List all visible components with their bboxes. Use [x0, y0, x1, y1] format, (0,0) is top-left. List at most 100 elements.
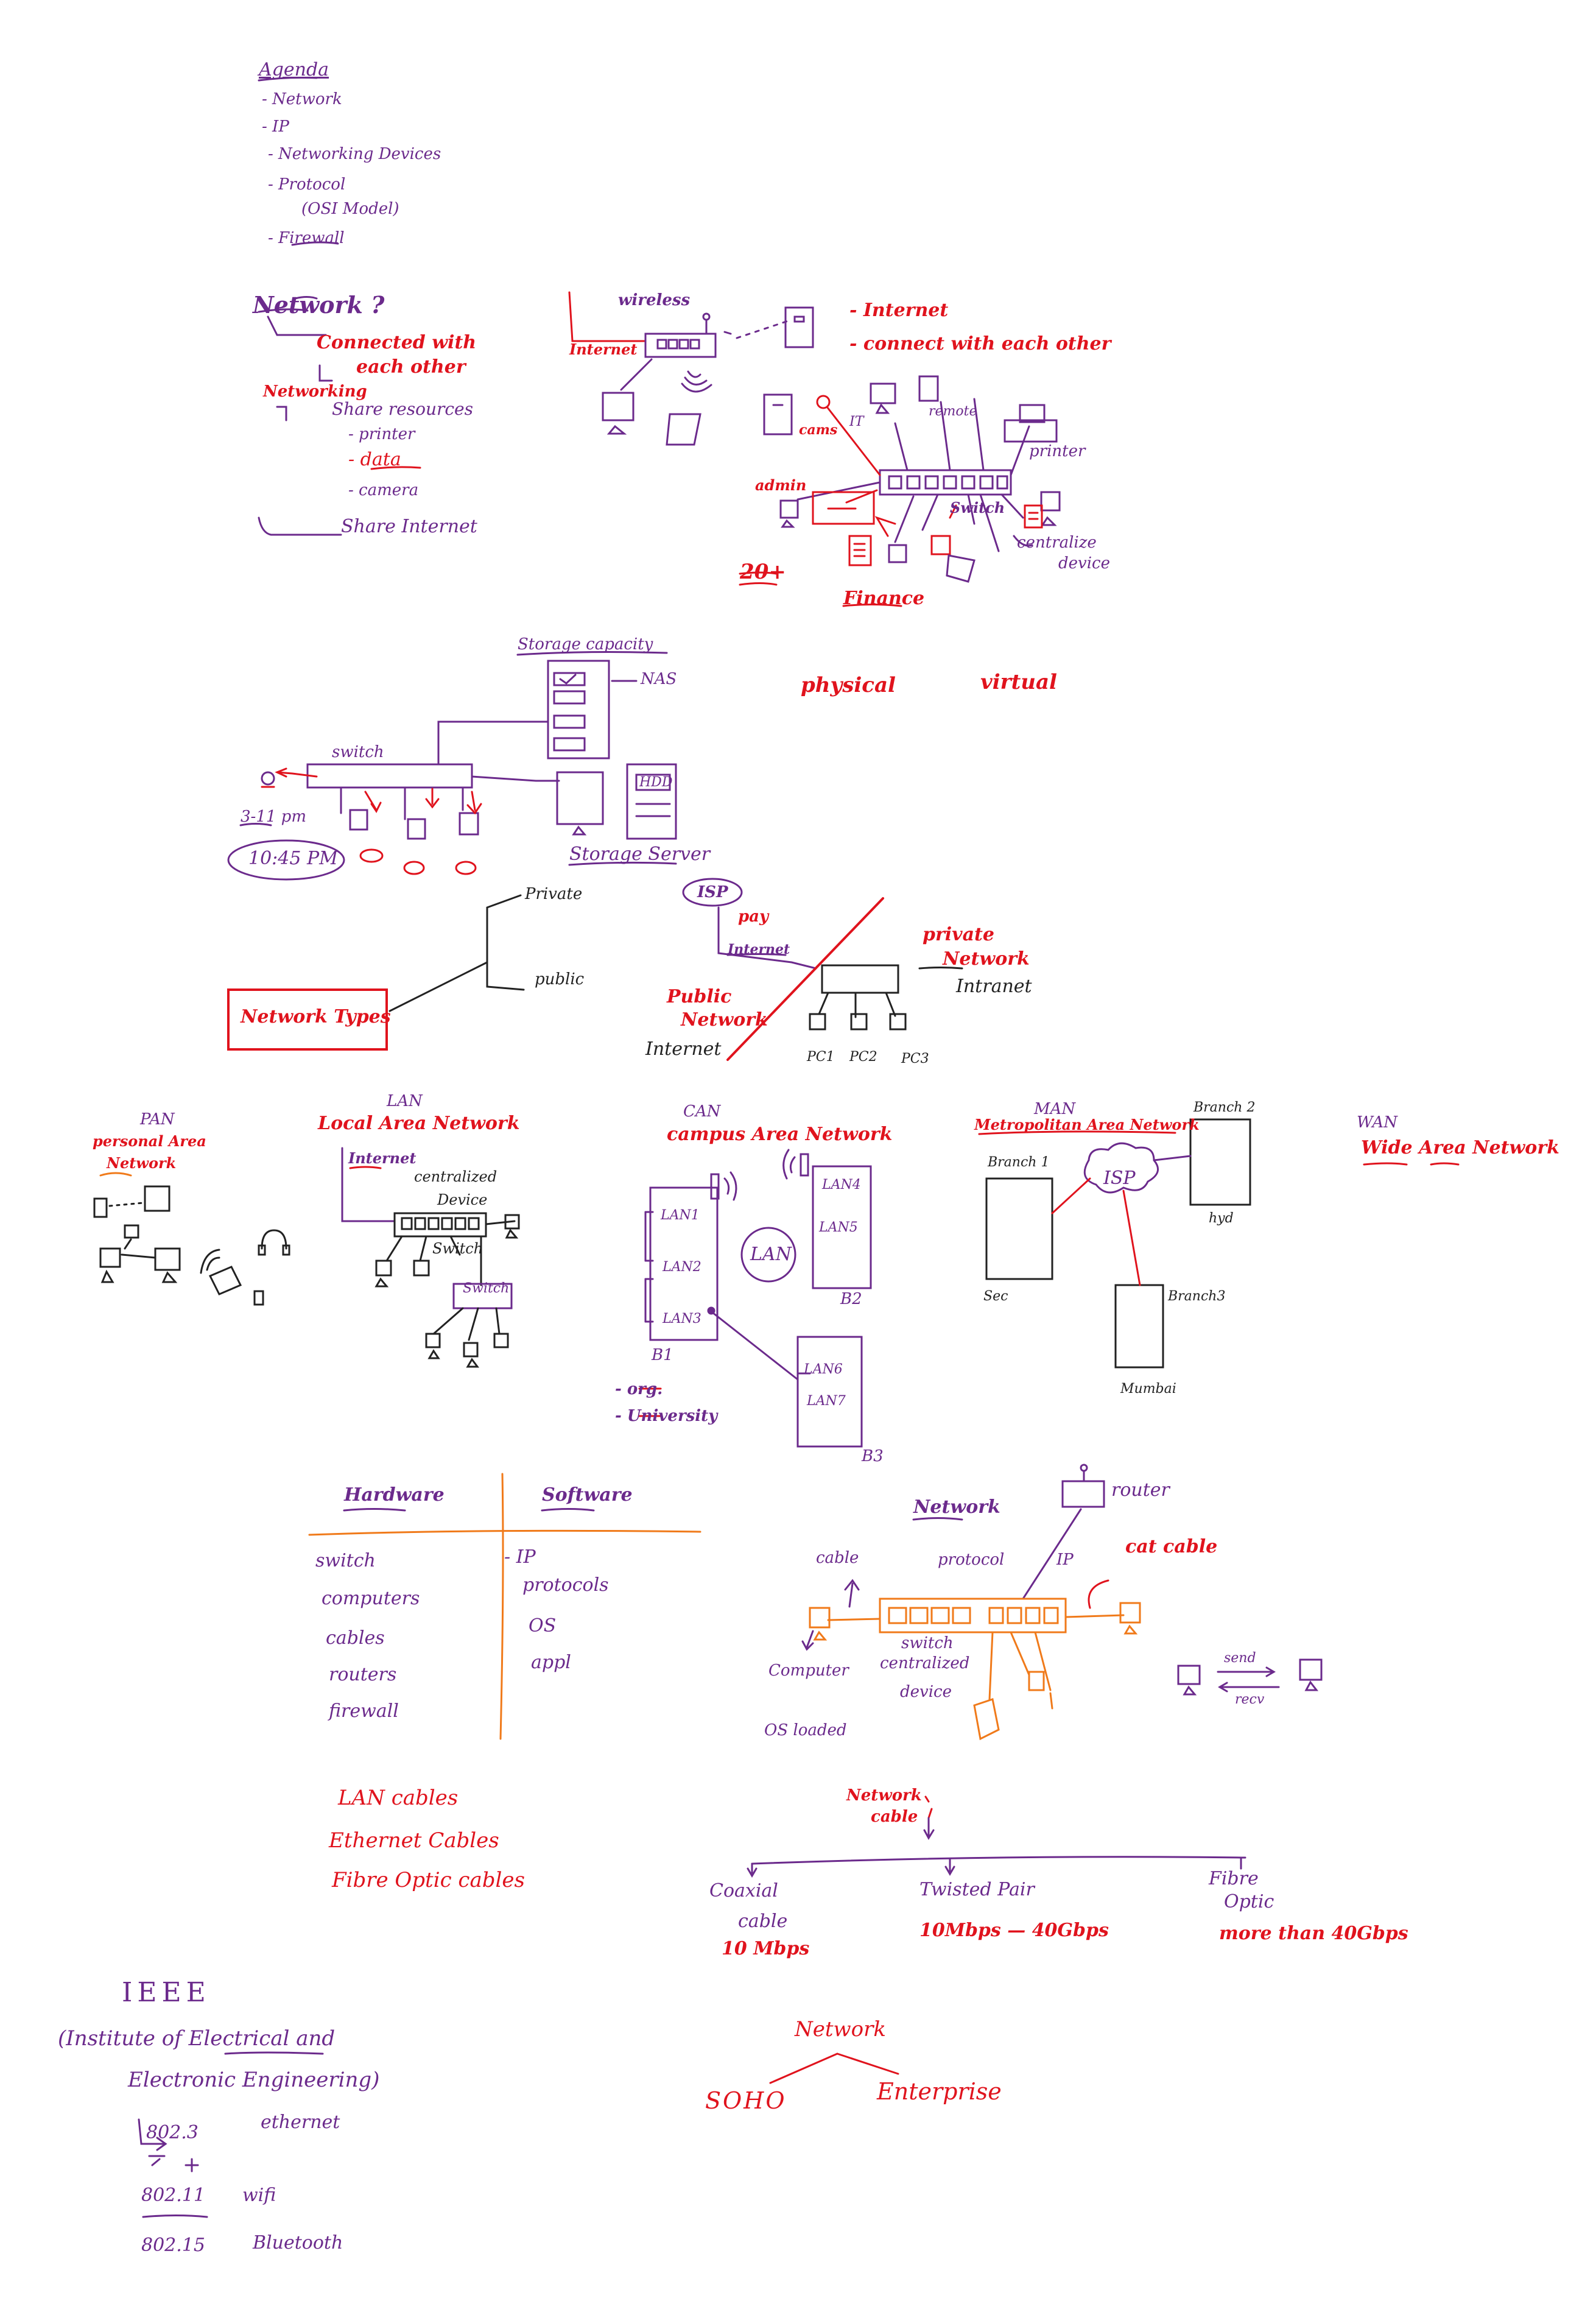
- lan-internet: Internet: [348, 1151, 416, 1166]
- hdd-label: HDD: [639, 776, 672, 789]
- admin-label: admin: [755, 478, 806, 493]
- share-internet: Share Internet: [341, 518, 477, 536]
- can-university: - University: [615, 1408, 717, 1424]
- finance-label: Finance: [843, 590, 924, 608]
- hw-computers: computers: [322, 1590, 420, 1608]
- wan-abbr: WAN: [1357, 1115, 1397, 1130]
- can-abbr: CAN: [683, 1104, 720, 1119]
- can-b3: B3: [862, 1448, 884, 1464]
- cable-label: cable: [816, 1550, 859, 1566]
- agenda-item-devices: - Networking Devices: [268, 146, 441, 162]
- can-lan2: LAN2: [663, 1261, 701, 1274]
- ieee-std-3: 802.15: [141, 2236, 205, 2255]
- can-lan1: LAN1: [661, 1209, 700, 1222]
- lan-abbr: LAN: [387, 1093, 423, 1109]
- networking-label: Networking: [263, 384, 367, 400]
- switch-label: Switch: [950, 501, 1005, 515]
- ieee-line-2: Electronic Engineering): [128, 2070, 379, 2090]
- time-range: 3-11 pm: [241, 809, 306, 825]
- ip-label: IP: [1056, 1552, 1074, 1568]
- resource-printer: - printer: [348, 426, 415, 442]
- can-lan5: LAN5: [819, 1221, 858, 1235]
- lan-full: Local Area Network: [318, 1115, 520, 1133]
- network-split-root: Network: [795, 2019, 886, 2040]
- connected-line-1: Connected with: [317, 334, 476, 352]
- wan-full: Wide Area Network: [1361, 1139, 1559, 1157]
- public-network-2: Network: [681, 1011, 768, 1029]
- cams-label: cams: [799, 423, 837, 437]
- man-isp: ISP: [1103, 1169, 1136, 1188]
- public-network-1: Public: [667, 988, 731, 1006]
- resource-data: - data: [348, 451, 401, 469]
- man-abbr: MAN: [1034, 1101, 1075, 1117]
- computer-label: Computer: [768, 1663, 849, 1679]
- can-lan4: LAN4: [822, 1179, 861, 1192]
- internet-note: - Internet: [849, 301, 948, 320]
- protocol-label: protocol: [938, 1552, 1004, 1568]
- lan-switch: Switch: [432, 1241, 483, 1256]
- sw-os: OS: [529, 1617, 556, 1635]
- ieee-std-2-label: wifi: [242, 2186, 276, 2205]
- device-count: 20+: [740, 562, 786, 582]
- resource-camera: - camera: [348, 482, 418, 498]
- fibre-1: Fibre: [1209, 1870, 1259, 1888]
- twisted-speed: 10Mbps — 40Gbps: [919, 1922, 1109, 1940]
- can-org: - org.: [615, 1381, 663, 1397]
- lan-centralized: centralized: [414, 1169, 497, 1184]
- agenda-item-network: - Network: [262, 91, 342, 107]
- branch-1: Branch 1: [988, 1156, 1049, 1169]
- hardware-heading: Hardware: [344, 1486, 445, 1504]
- ieee-std-2: 802.11: [141, 2186, 205, 2205]
- nas-label: NAS: [641, 671, 677, 687]
- share-resources: Share resources: [332, 401, 473, 418]
- internet-word: Internet: [645, 1040, 721, 1059]
- fibre-2: Optic: [1224, 1893, 1274, 1911]
- printer-label: printer: [1029, 443, 1085, 459]
- agenda-item-osi: (OSI Model): [301, 201, 399, 217]
- os-loaded-label: OS loaded: [764, 1722, 847, 1738]
- hw-cables: cables: [326, 1629, 385, 1647]
- centralize-label: centralize: [1017, 535, 1097, 551]
- internet-label-2: Internet: [728, 943, 790, 956]
- storage-server: Storage Server: [569, 845, 710, 864]
- ieee-std-1-label: ethernet: [261, 2113, 340, 2132]
- can-lan3: LAN3: [663, 1313, 701, 1326]
- hw-routers: routers: [329, 1666, 396, 1684]
- fibre-speed: more than 40Gbps: [1219, 1925, 1408, 1943]
- device-label: device: [1058, 555, 1110, 571]
- can-lan7: LAN7: [807, 1395, 846, 1408]
- sw-ip: - IP: [504, 1548, 536, 1566]
- storage-capacity: Storage capacity: [518, 636, 653, 652]
- connect-note: - connect with each other: [849, 335, 1111, 353]
- can-b2: B2: [840, 1291, 862, 1307]
- isp-label: ISP: [697, 884, 728, 900]
- city-sec: Sec: [983, 1290, 1008, 1303]
- sw-protocols: protocols: [522, 1576, 609, 1594]
- wireless-label: wireless: [618, 292, 690, 308]
- lan-switch-2: Switch: [463, 1282, 509, 1295]
- connected-line-2: each other: [356, 358, 466, 376]
- city-hyd: hyd: [1209, 1212, 1234, 1225]
- private-network-1: private: [923, 926, 994, 944]
- hw-switch: switch: [315, 1552, 376, 1570]
- ieee-line-1: (Institute of Electrical and: [58, 2028, 335, 2049]
- branch-3: Branch3: [1168, 1290, 1225, 1303]
- coaxial-2: cable: [738, 1912, 787, 1931]
- branch-2: Branch 2: [1193, 1101, 1255, 1115]
- network-types-box: Network Types: [241, 1008, 391, 1026]
- network-heading-3: Network: [913, 1498, 1000, 1517]
- cable-type-ethernet: Ethernet Cables: [329, 1830, 499, 1851]
- cable-type-lan: LAN cables: [338, 1788, 458, 1808]
- can-b1: B1: [652, 1347, 673, 1363]
- cable-type-fibre: Fibre Optic cables: [332, 1870, 525, 1890]
- pc3-label: PC3: [901, 1052, 929, 1066]
- pc1-label: PC1: [807, 1051, 835, 1064]
- pc2-label: PC2: [849, 1051, 877, 1064]
- time-label: 10:45 PM: [248, 850, 338, 868]
- private-network-2: Network: [943, 950, 1030, 968]
- coaxial-1: Coaxial: [709, 1882, 778, 1900]
- network-cable-2: cable: [871, 1809, 918, 1825]
- router-label: router: [1111, 1481, 1170, 1499]
- agenda-title: Agenda: [259, 61, 329, 79]
